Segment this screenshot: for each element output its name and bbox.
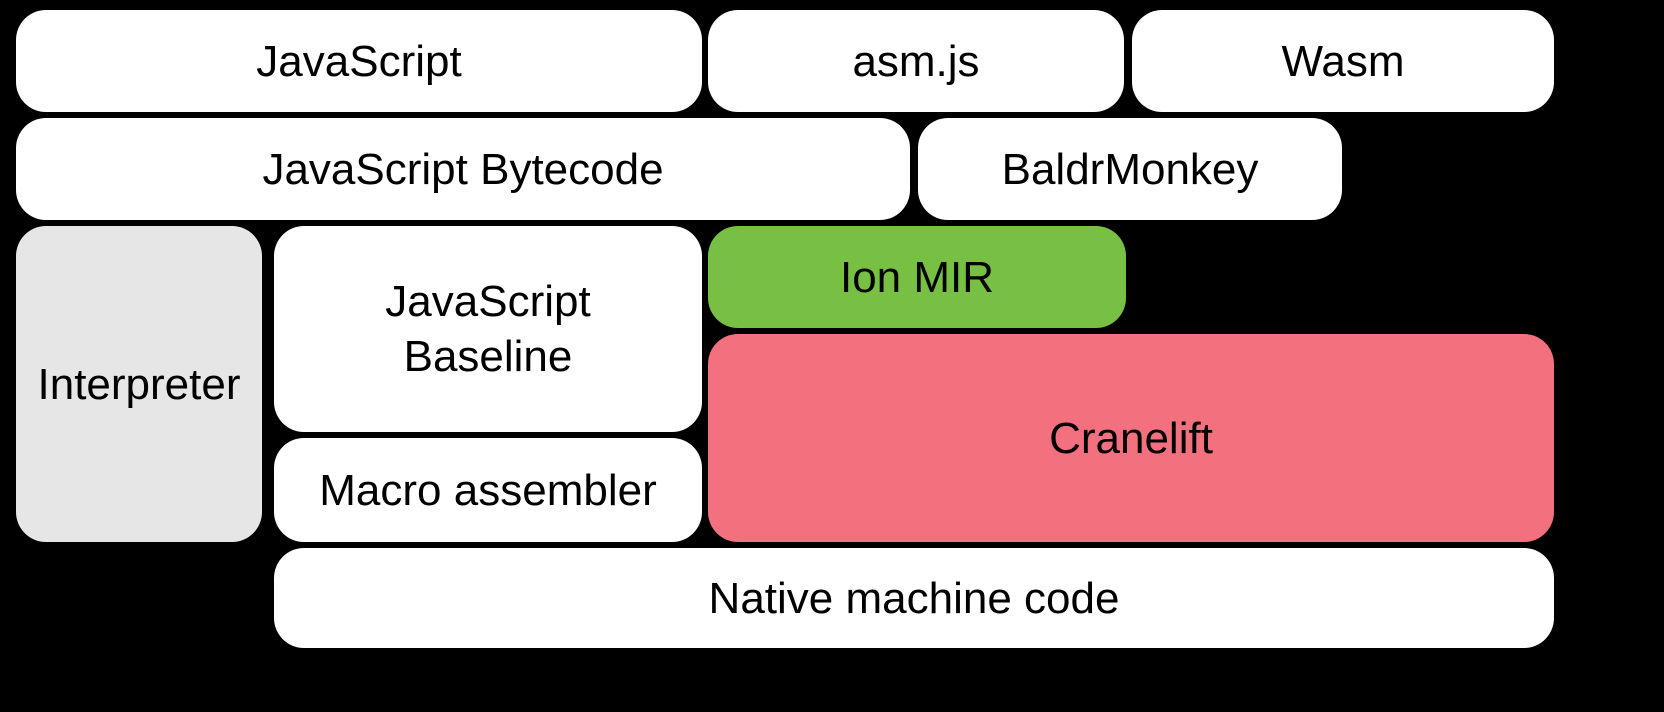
box-ion-mir: Ion MIR: [708, 226, 1126, 328]
box-cranelift: Cranelift: [708, 334, 1554, 542]
box-javascript-bytecode: JavaScript Bytecode: [16, 118, 910, 220]
box-interpreter-label: Interpreter: [37, 359, 241, 409]
box-baldrmonkey-label: BaldrMonkey: [1001, 144, 1259, 194]
box-wasm-label: Wasm: [1281, 36, 1405, 86]
box-javascript: JavaScript: [16, 10, 702, 112]
box-interpreter: Interpreter: [16, 226, 262, 542]
box-baldrmonkey: BaldrMonkey: [918, 118, 1342, 220]
box-wasm: Wasm: [1132, 10, 1554, 112]
box-javascript-bytecode-label: JavaScript Bytecode: [262, 144, 664, 194]
box-native-machine-code: Native machine code: [274, 548, 1554, 648]
box-macro-assembler-label: Macro assembler: [319, 465, 657, 515]
box-javascript-baseline: JavaScript Baseline: [274, 226, 702, 432]
box-ion-mir-label: Ion MIR: [839, 252, 995, 302]
box-native-machine-code-label: Native machine code: [708, 573, 1120, 623]
box-cranelift-label: Cranelift: [1049, 413, 1213, 463]
box-javascript-baseline-label: JavaScript Baseline: [385, 277, 591, 381]
box-javascript-label: JavaScript: [256, 36, 462, 86]
box-asmjs-label: asm.js: [852, 36, 980, 86]
box-asmjs: asm.js: [708, 10, 1124, 112]
box-macro-assembler: Macro assembler: [274, 438, 702, 542]
